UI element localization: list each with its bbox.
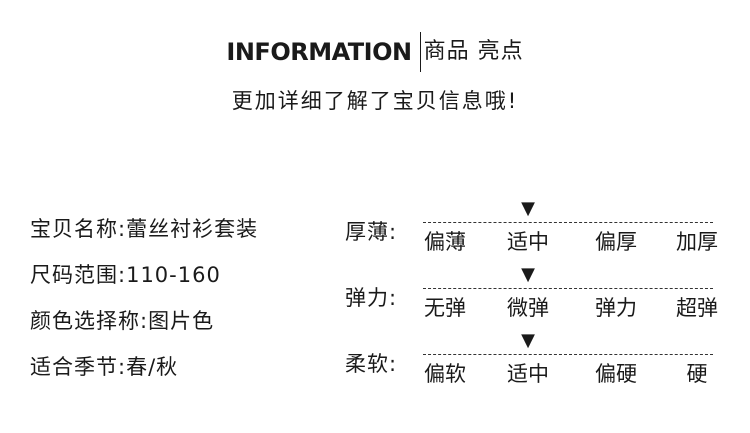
scale-line — [423, 222, 713, 223]
scale-option: 微弹 — [507, 296, 549, 320]
subtitle: 更加详细了解了宝贝信息哦! — [231, 89, 519, 113]
spec-value: 图片色 — [148, 309, 215, 333]
scale-line — [423, 354, 713, 355]
scale-label: 厚薄: — [345, 220, 398, 244]
scale-label: 柔软: — [345, 352, 398, 376]
title-row: INFORMATION 商品 亮点 — [226, 32, 523, 72]
softness-scale: 柔软: ▼ 偏软 适中 偏硬 硬 — [345, 330, 725, 390]
scale-option: 偏厚 — [595, 230, 637, 254]
scale-option: 超弹 — [676, 296, 718, 320]
scale-option: 偏硬 — [595, 362, 637, 386]
elasticity-scale: 弹力: ▼ 无弹 微弹 弹力 超弹 — [345, 264, 725, 324]
spec-label: 尺码范围: — [30, 263, 127, 287]
scale-option: 加厚 — [676, 230, 718, 254]
scale-option: 适中 — [507, 230, 549, 254]
spec-label: 宝贝名称: — [30, 217, 127, 241]
title-english: INFORMATION — [226, 38, 412, 66]
spec-item-name: 宝贝名称:蕾丝衬衫套装 — [30, 214, 258, 260]
header: INFORMATION 商品 亮点 更加详细了解了宝贝信息哦! — [0, 32, 750, 116]
scale-option: 适中 — [507, 362, 549, 386]
spec-value: 春/秋 — [126, 355, 179, 379]
selection-marker-icon: ▼ — [521, 198, 535, 219]
scale-option: 弹力 — [595, 296, 637, 320]
spec-value: 110-160 — [126, 263, 221, 287]
scale-label: 弹力: — [345, 286, 398, 310]
title-divider — [419, 32, 421, 72]
spec-list: 宝贝名称:蕾丝衬衫套装 尺码范围:110-160 颜色选择称:图片色 适合季节:… — [30, 214, 258, 398]
spec-item-season: 适合季节:春/秋 — [30, 352, 258, 398]
spec-label: 适合季节: — [30, 355, 127, 379]
selection-marker-icon: ▼ — [521, 330, 535, 351]
scale-option: 偏软 — [424, 362, 466, 386]
selection-marker-icon: ▼ — [521, 264, 535, 285]
scale-option: 无弹 — [424, 296, 466, 320]
scale-option: 偏薄 — [424, 230, 466, 254]
scale-line — [423, 288, 713, 289]
spec-value: 蕾丝衬衫套装 — [126, 217, 259, 241]
spec-item-size: 尺码范围:110-160 — [30, 260, 258, 306]
spec-label: 颜色选择称: — [30, 309, 149, 333]
scale-option: 硬 — [686, 362, 708, 386]
thickness-scale: 厚薄: ▼ 偏薄 适中 偏厚 加厚 — [345, 198, 725, 258]
spec-item-color: 颜色选择称:图片色 — [30, 306, 258, 352]
title-chinese: 商品 亮点 — [423, 39, 524, 64]
